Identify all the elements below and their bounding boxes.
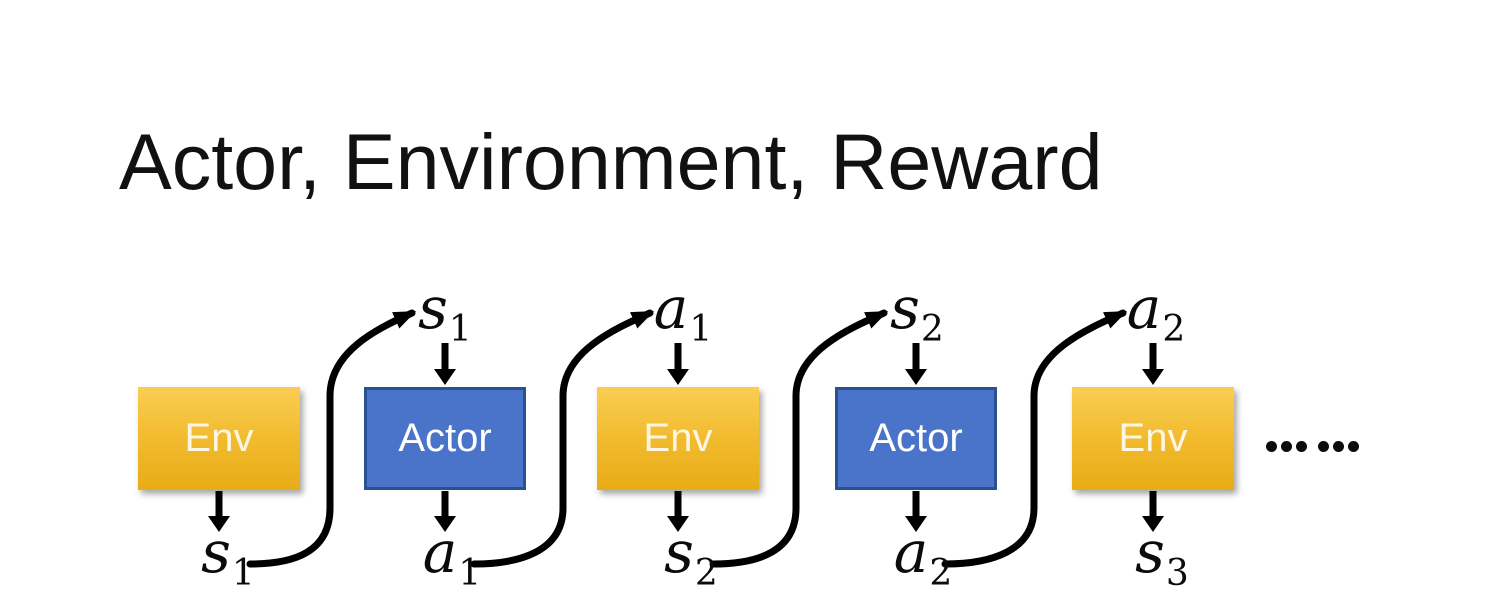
dot	[1296, 440, 1307, 452]
top-input-arrow	[1142, 343, 1164, 385]
bottom-label-s2: s2	[664, 518, 718, 594]
bottom-output-arrow	[667, 491, 689, 532]
dot	[1348, 440, 1359, 452]
curve-arrow-s1-to-actor	[246, 309, 417, 568]
dot	[1266, 440, 1277, 452]
page-title: Actor, Environment, Reward	[119, 117, 1103, 206]
bottom-label-a2: a2	[893, 518, 953, 594]
env-box-label: Env	[1118, 416, 1188, 460]
top-input-arrow	[905, 343, 927, 385]
actor-box-1: Actor	[364, 387, 526, 490]
dot	[1333, 440, 1344, 452]
top-label-s1: s1	[418, 274, 472, 350]
actor-box-2: Actor	[835, 387, 997, 490]
actor-box-label: Actor	[869, 416, 963, 460]
env-box-2: Env	[597, 387, 759, 490]
dot	[1318, 440, 1329, 452]
env-box-label: Env	[184, 416, 254, 460]
bottom-output-arrow	[208, 491, 230, 532]
env-box-3: Env	[1072, 387, 1234, 490]
bottom-label-s1: s1	[201, 518, 255, 594]
bottom-output-arrow	[905, 491, 927, 532]
top-label-a1: a1	[653, 274, 713, 350]
ellipsis-dots: ……	[1266, 440, 1363, 452]
bottom-label-s3: s3	[1135, 518, 1189, 594]
top-input-arrow	[434, 343, 456, 385]
top-label-s2: s2	[890, 274, 944, 350]
env-box-1: Env	[138, 387, 300, 490]
actor-box-label: Actor	[398, 416, 492, 460]
bottom-label-a1: a1	[422, 518, 482, 594]
top-label-a2: a2	[1126, 274, 1186, 350]
env-box-label: Env	[643, 416, 713, 460]
top-input-arrow	[667, 343, 689, 385]
bottom-output-arrow	[434, 491, 456, 532]
dot	[1281, 440, 1292, 452]
curve-arrow-a1-to-env	[470, 309, 655, 568]
curve-arrow-s2-to-actor	[709, 309, 889, 568]
curve-arrow-a2-to-env	[941, 309, 1128, 568]
bottom-output-arrow	[1142, 491, 1164, 532]
